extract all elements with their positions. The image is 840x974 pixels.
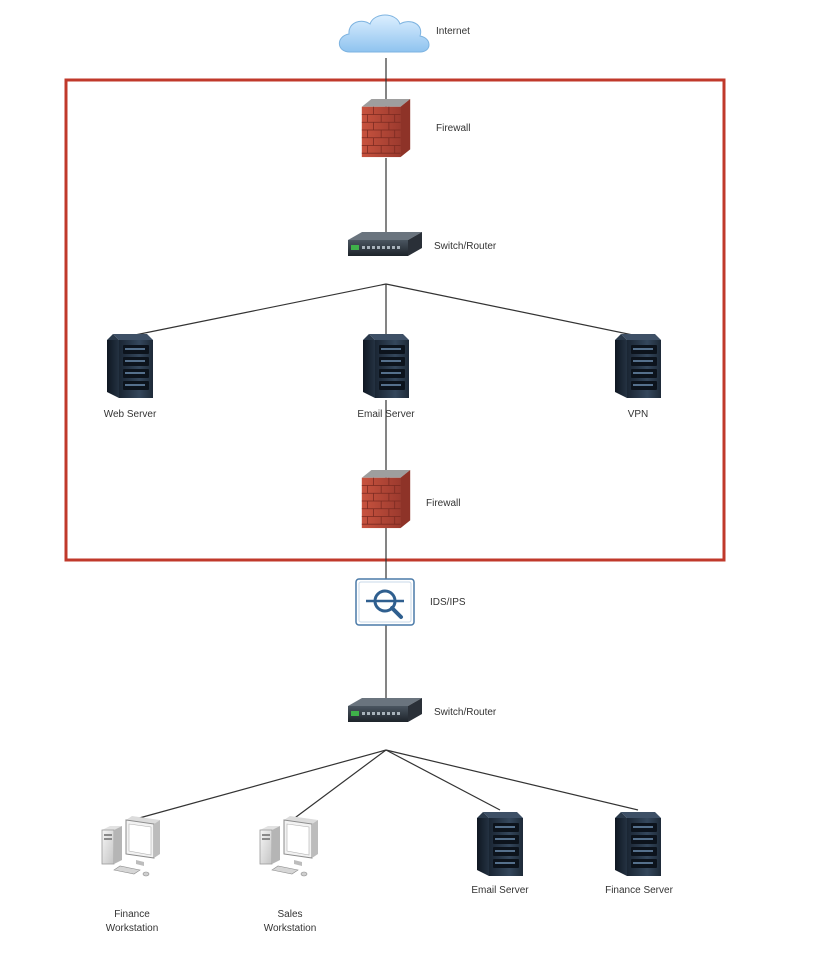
sales-workstation-label: Sales Workstation <box>250 908 330 935</box>
server-icon <box>363 334 409 398</box>
finance-server-label: Finance Server <box>605 885 673 896</box>
link-switch-vpn <box>385 283 639 337</box>
link-switch-finance-workstation <box>131 749 387 821</box>
sales-workstation-label-line1: Sales <box>277 909 303 920</box>
server-icon <box>477 812 523 876</box>
email-server-dmz-label: Email Server <box>357 409 415 420</box>
switch-icon <box>348 698 422 722</box>
server-icon <box>615 334 661 398</box>
finance-workstation-label-line1: Finance <box>114 909 150 920</box>
cloud-icon <box>338 14 430 53</box>
firewall-icon <box>361 99 411 158</box>
ids-ips-label: IDS/IPS <box>430 597 466 608</box>
workstation-icon <box>101 816 161 877</box>
firewall-inner-label: Firewall <box>426 498 461 509</box>
link-switch-sales-workstation <box>291 749 387 821</box>
web-server-label: Web Server <box>103 409 157 420</box>
switch-dmz-label: Switch/Router <box>434 241 497 252</box>
switch-icon <box>348 232 422 256</box>
firewall-icon <box>361 470 411 529</box>
ids-ips-icon <box>355 578 415 626</box>
switch-internal-label: Switch/Router <box>434 707 497 718</box>
server-icon <box>107 334 153 398</box>
link-switch-finance-server <box>385 749 639 811</box>
server-icon <box>615 812 661 876</box>
finance-workstation-label-line2: Workstation <box>105 922 159 934</box>
dmz-boundary <box>64 78 726 562</box>
sales-workstation-label-line2: Workstation <box>263 922 317 934</box>
firewall-outer-label: Firewall <box>436 123 471 134</box>
connectors <box>129 58 639 821</box>
internet-label: Internet <box>436 26 470 37</box>
workstation-icon <box>259 816 319 877</box>
link-switch-email-server-internal <box>385 749 501 811</box>
finance-workstation-label: Finance Workstation <box>92 908 172 935</box>
email-server-internal-label: Email Server <box>471 885 529 896</box>
link-switch-web-server <box>129 283 387 337</box>
vpn-label: VPN <box>627 409 649 420</box>
